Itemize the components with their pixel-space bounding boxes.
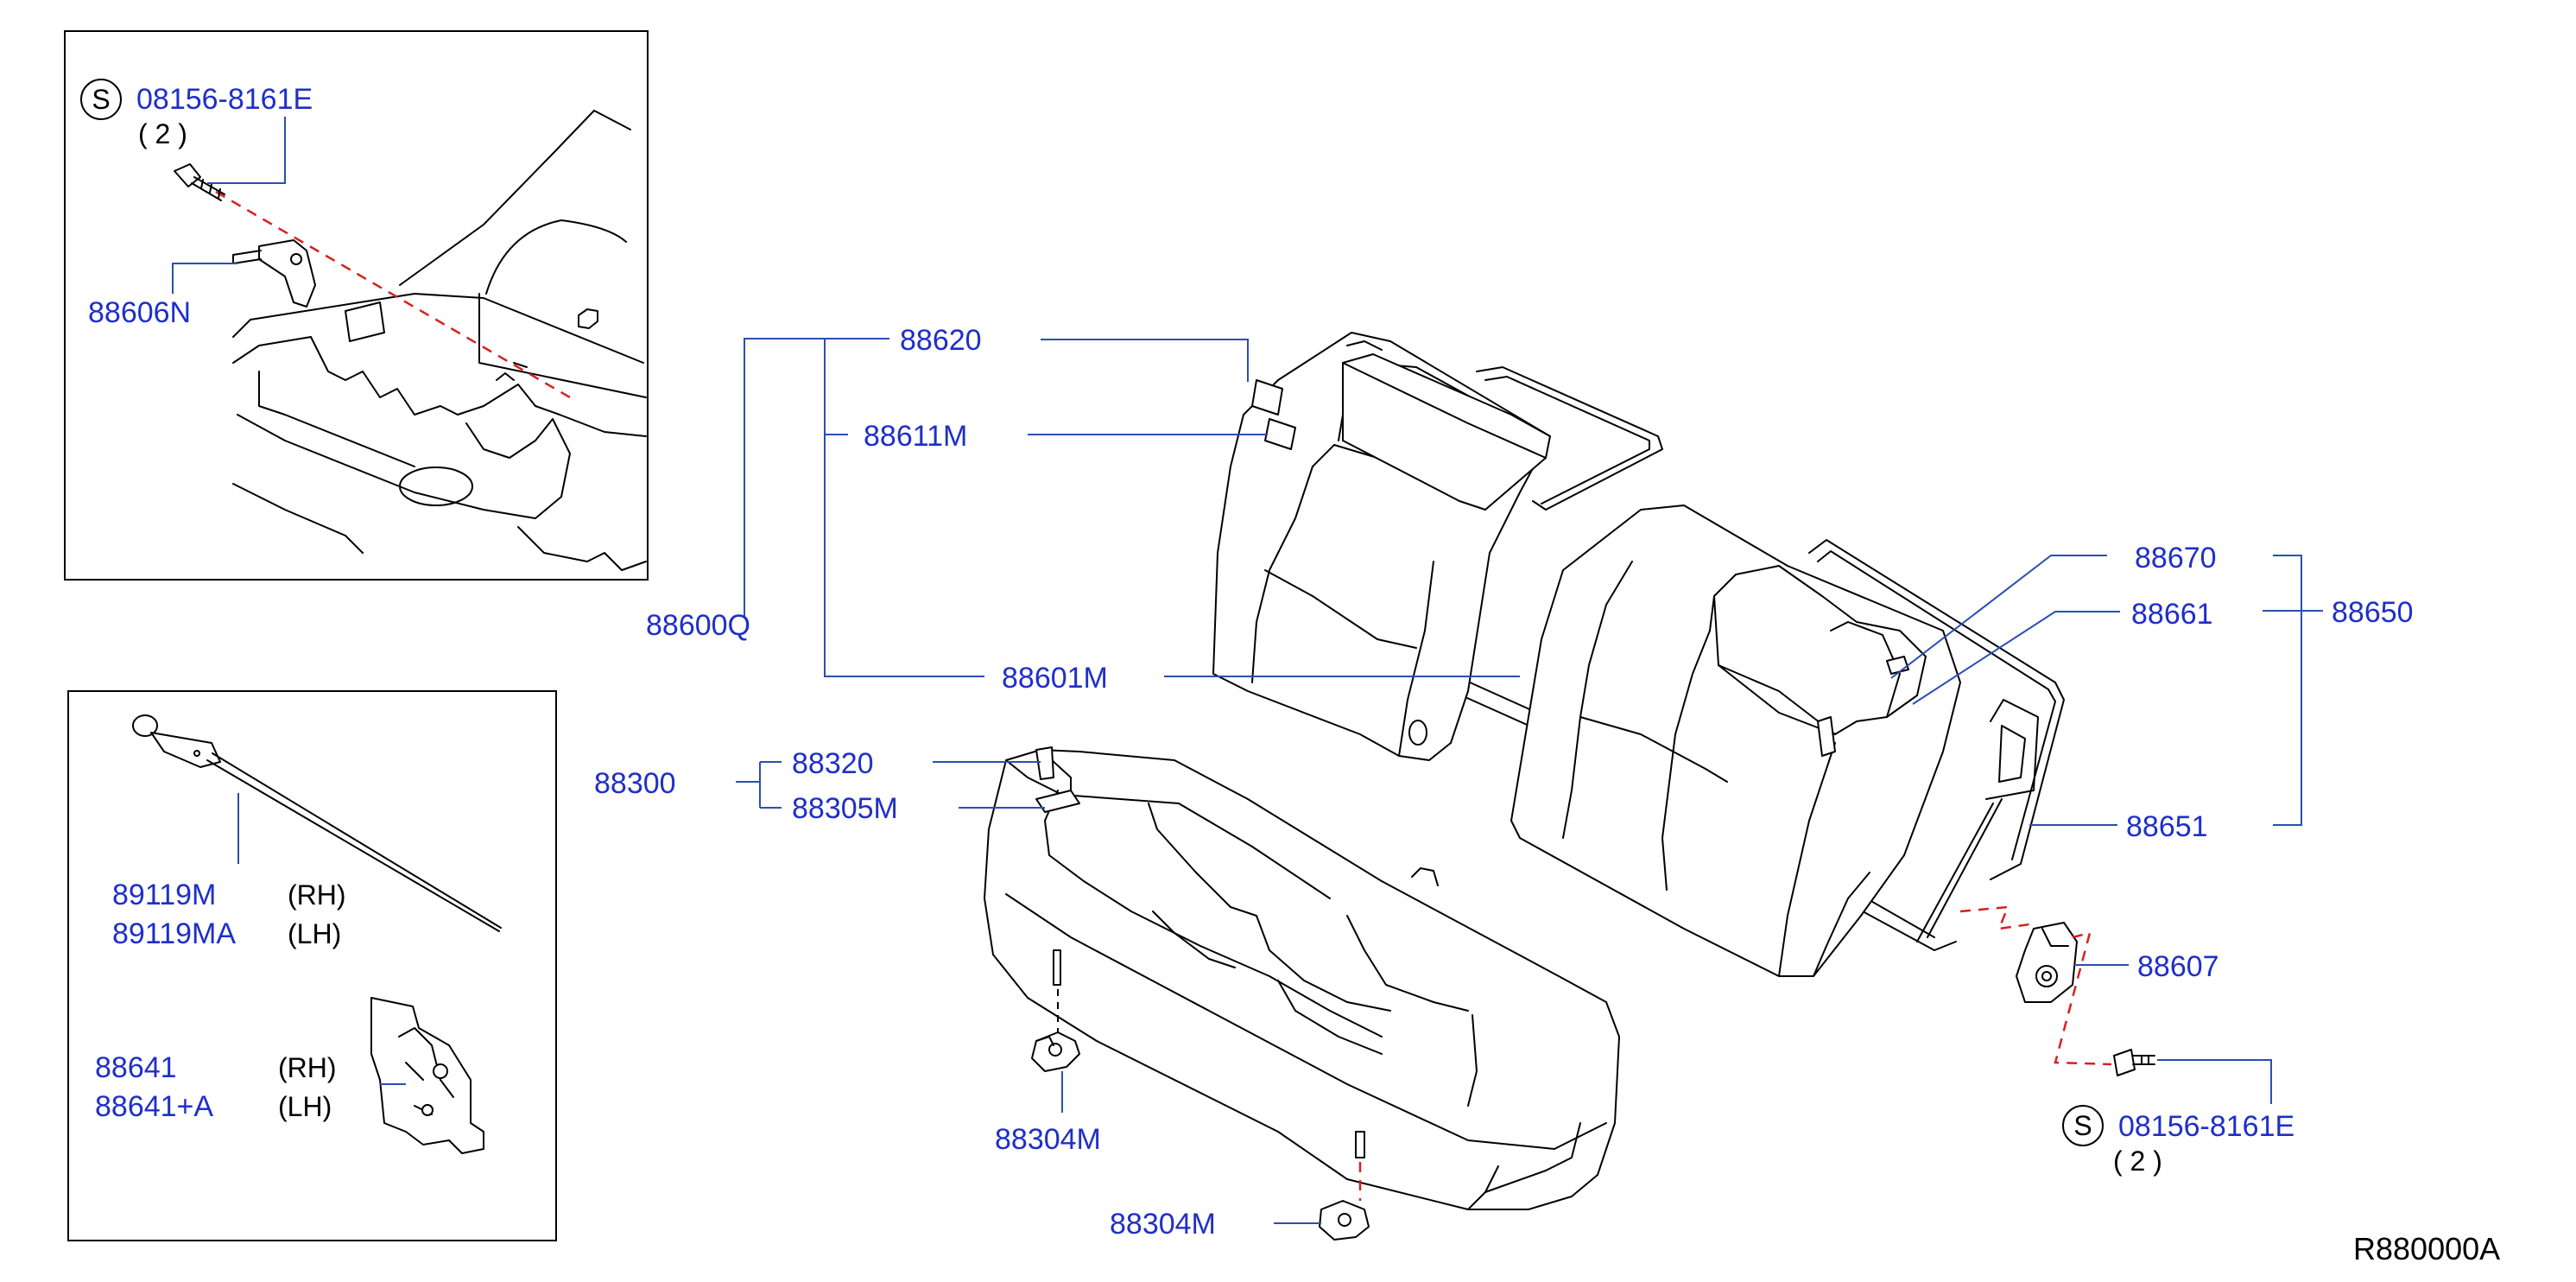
inset-top-bolt-part[interactable]: 08156-8161E [136, 83, 313, 116]
spec-symbol-circle [80, 79, 122, 120]
inset-bottom-wire-rh[interactable]: 89119M [112, 879, 216, 911]
callout-hook-upper[interactable]: 88304M [995, 1123, 1101, 1156]
cushion-hook-lower-icon [1319, 1200, 1370, 1241]
inset-bottom-wire-lh-side: (LH) [288, 918, 341, 949]
support-wire-icon [132, 714, 502, 932]
callout-side-frame[interactable]: 88651 [2126, 810, 2208, 843]
callout-side-assembly[interactable]: 88650 [2332, 596, 2414, 629]
main-bolt-part[interactable]: 08156-8161E [2118, 1110, 2294, 1143]
inset-bottom-bracket-rh[interactable]: 88641 [95, 1051, 177, 1084]
latch-bracket-icon [370, 997, 484, 1154]
callout-cushion-trim[interactable]: 88320 [792, 747, 874, 780]
seat-illustration [984, 332, 2155, 1241]
inset-bottom-wire-lh[interactable]: 89119MA [112, 917, 236, 950]
callout-side-label[interactable]: 88661 [2131, 598, 2213, 631]
callout-back-assembly[interactable]: 88601M [1002, 662, 1108, 695]
inset-top-bolt-qty: ( 2 ) [138, 118, 187, 149]
right-seat-back [1510, 505, 1961, 977]
main-bolt-icon [2113, 1049, 2155, 1076]
left-seat-back [1212, 332, 1551, 761]
seat-cushion [984, 746, 1620, 1210]
hook-bracket-icon [232, 239, 316, 308]
pivot-bracket-icon [2016, 922, 2078, 1003]
cushion-hook-upper-icon [1031, 1031, 1080, 1072]
inset-bottom-frame [67, 690, 557, 1241]
inset-bottom-wire-rh-side: (RH) [288, 879, 346, 911]
inset-bottom: 89119M (RH) 89119MA (LH) 88641 (RH) 8864… [67, 690, 557, 1241]
inset-top-hook-part[interactable]: 88606N [88, 296, 191, 329]
main-spec-symbol-circle [2062, 1105, 2104, 1146]
main-callouts: 88600Q 88620 88611M 88601M 88300 88320 8… [594, 324, 2414, 1241]
callout-side-trim[interactable]: 88670 [2135, 542, 2217, 574]
callout-back-label[interactable]: 88611M [864, 420, 967, 453]
inset-top-symbol: S [92, 84, 110, 115]
callout-bracket[interactable]: 88607 [2137, 950, 2219, 983]
floor-panel-illustration [232, 110, 647, 571]
inset-top-frame [64, 30, 649, 581]
inset-top: S 08156-8161E ( 2 ) 88606N [64, 30, 649, 581]
main-symbol: S [2073, 1110, 2092, 1141]
inset-bottom-bracket-lh-side: (LH) [278, 1091, 332, 1122]
drawing-reference: R880000A [2353, 1231, 2500, 1266]
callout-hook-lower[interactable]: 88304M [1110, 1208, 1216, 1241]
inset-bottom-bracket-lh[interactable]: 88641+A [95, 1090, 213, 1123]
main-bolt-qty: ( 2 ) [2113, 1146, 2162, 1177]
callout-seat-assembly[interactable]: 88600Q [646, 609, 750, 642]
inset-bottom-bracket-rh-side: (RH) [278, 1052, 337, 1083]
callout-back-trim[interactable]: 88620 [900, 324, 982, 357]
callout-cushion-label[interactable]: 88305M [792, 792, 898, 825]
bolt-icon [174, 163, 225, 201]
callout-cushion-assembly[interactable]: 88300 [594, 767, 676, 800]
